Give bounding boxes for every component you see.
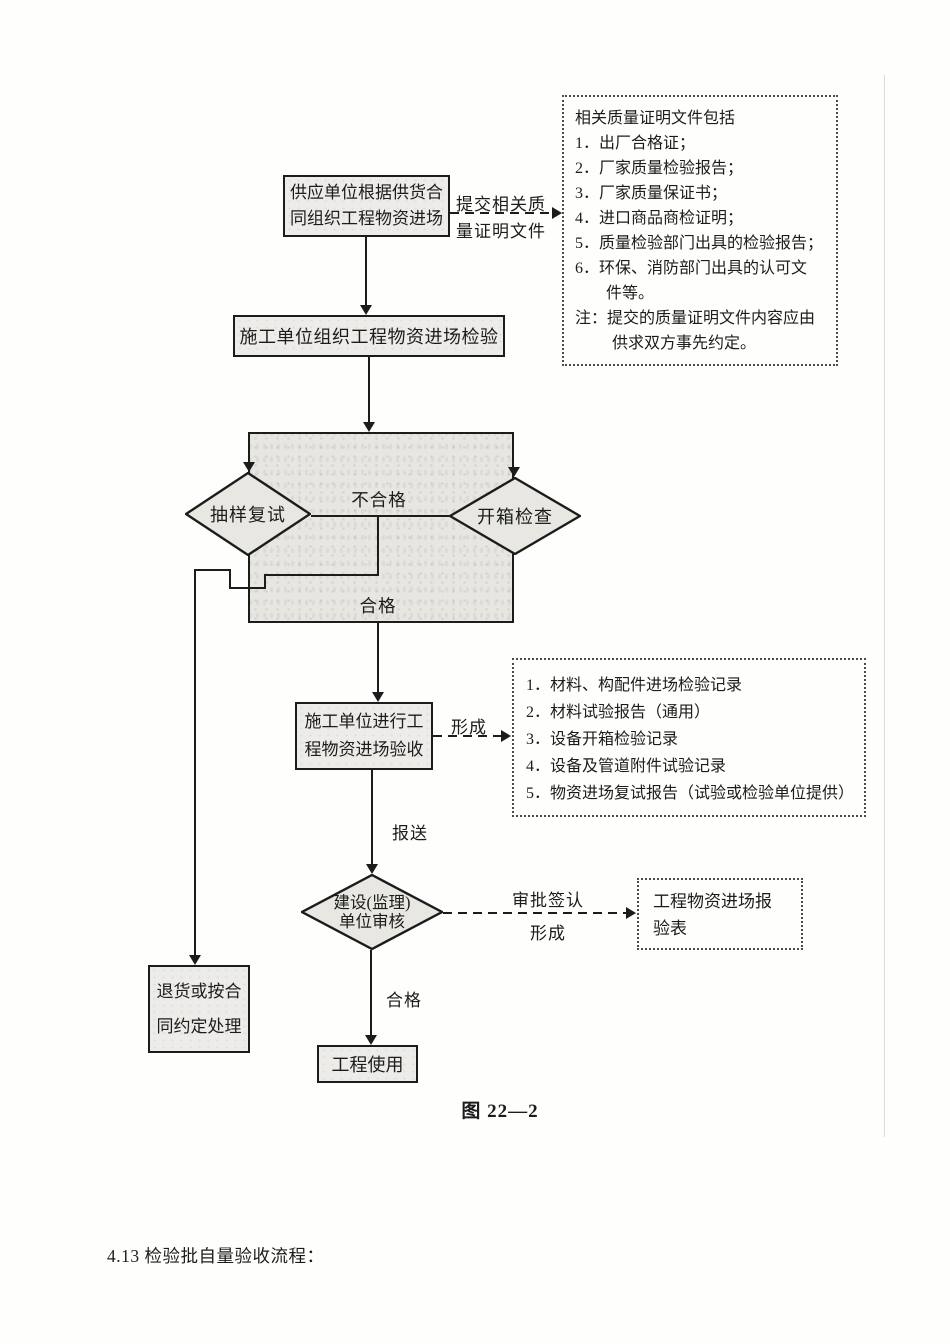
- edge-label-approve-line1: 审批签认: [512, 891, 584, 910]
- note-records-item-3: 3．设备开箱检验记录: [526, 731, 679, 748]
- diamond-shape: [301, 874, 443, 950]
- edge-label-pass-bottom: 合格: [386, 991, 422, 1010]
- flow-box-acceptance-line1: 施工单位进行工: [304, 712, 424, 731]
- dashed-connector-approve: [443, 912, 627, 914]
- connector-fail-seg4: [230, 587, 266, 589]
- edge-label-submit-docs-line2: 量证明文件: [456, 222, 546, 241]
- section-heading: 4.13 检验批自量验收流程：: [107, 1246, 325, 1266]
- diamond-sampling-retest: 抽样复试: [185, 472, 311, 556]
- arrowhead-to-unbox: [508, 467, 520, 477]
- arrowhead-review-use: [365, 1035, 377, 1045]
- page-edge-rule: [884, 75, 885, 1137]
- connector-between-diamonds: [311, 515, 450, 517]
- arrowhead-approve: [626, 907, 636, 919]
- diamond-shape: [449, 477, 581, 555]
- note-box-records: 1．材料、构配件进场检验记录 2．材料试验报告（通用） 3．设备开箱检验记录 4…: [512, 658, 866, 817]
- edge-label-pass-mid: 合格: [359, 596, 397, 616]
- arrowhead-submit-docs: [552, 207, 562, 219]
- diamond-unbox-check: 开箱检查: [449, 477, 581, 555]
- connector-fail-seg3: [264, 574, 266, 589]
- edge-label-report: 报送: [392, 824, 428, 843]
- note-report-form-line1: 工程物资进场报: [653, 892, 772, 911]
- connector-acceptance-review: [371, 770, 373, 864]
- dashed-connector-submit-docs: [450, 212, 554, 214]
- diamond-review-line1: 建设(监理): [333, 893, 411, 912]
- connector-inspection-region: [368, 357, 370, 423]
- flow-box-site-inspection: 施工单位组织工程物资进场检验: [233, 315, 505, 357]
- flow-box-project-use-label: 工程使用: [331, 1055, 404, 1075]
- diamond-review-label: 建设(监理) 单位审核: [301, 874, 443, 950]
- note-records-item-1: 1．材料、构配件进场检验记录: [526, 677, 743, 694]
- diamond-shape: [185, 472, 311, 556]
- connector-fail-seg7: [194, 569, 196, 957]
- arrowhead-inspection-region: [363, 422, 375, 432]
- edge-label-form-mid: 形成: [451, 718, 487, 737]
- note-quality-note-cont: 供求双方事先约定。: [612, 335, 757, 352]
- note-quality-item-6-cont: 件等。: [606, 285, 655, 302]
- flow-box-return-goods-line2: 同约定处理: [156, 1017, 242, 1036]
- note-quality-item-4: 4．进口商品商检证明；: [575, 210, 744, 227]
- note-quality-item-2: 2．厂家质量检验报告；: [575, 160, 744, 177]
- note-records-item-5: 5．物资进场复试报告（试验或检验单位提供）: [526, 785, 855, 802]
- arrowhead-form: [501, 730, 511, 742]
- note-quality-item-1: 1．出厂合格证；: [575, 135, 696, 152]
- note-records-item-4: 4．设备及管道附件试验记录: [526, 758, 727, 775]
- flow-box-supplier: 供应单位根据供货合 同组织工程物资进场: [283, 175, 450, 237]
- diamond-review-line2: 单位审核: [339, 912, 405, 931]
- note-quality-note: 注：提交的质量证明文件内容应由: [575, 310, 816, 327]
- note-box-report-form: 工程物资进场报 验表: [637, 878, 803, 950]
- connector-supplier-inspection: [365, 237, 367, 307]
- arrowhead-acceptance-review: [366, 864, 378, 874]
- arrowhead-fail-return: [189, 955, 201, 965]
- note-quality-item-3: 3．厂家质量保证书；: [575, 185, 728, 202]
- connector-fail-seg6: [195, 569, 231, 571]
- note-quality-item-5: 5．质量检验部门出具的检验报告；: [575, 235, 824, 252]
- flow-box-project-use: 工程使用: [317, 1045, 418, 1083]
- connector-review-use: [370, 950, 372, 1036]
- connector-fail-seg5: [229, 569, 231, 589]
- diamond-sampling-retest-label: 抽样复试: [210, 505, 286, 525]
- arrowhead-to-sampling: [243, 462, 255, 472]
- note-report-form-line2: 验表: [653, 919, 687, 938]
- flow-box-return-goods: 退货或按合 同约定处理: [148, 965, 250, 1053]
- flow-box-supplier-line2: 同组织工程物资进场: [290, 209, 443, 228]
- note-box-quality-docs: 相关质量证明文件包括 1．出厂合格证； 2．厂家质量检验报告； 3．厂家质量保证…: [562, 95, 838, 366]
- connector-fail-seg1: [377, 516, 379, 576]
- diamond-review: 建设(监理) 单位审核: [301, 874, 443, 950]
- edge-label-approve-line2: 形成: [530, 924, 566, 943]
- flow-box-return-goods-line1: 退货或按合: [156, 982, 242, 1001]
- note-quality-item-6: 6．环保、消防部门出具的认可文: [575, 260, 808, 277]
- note-quality-title: 相关质量证明文件包括: [575, 110, 736, 127]
- flow-box-supplier-line1: 供应单位根据供货合: [290, 183, 443, 202]
- edge-label-submit-docs-line1: 提交相关质: [456, 195, 546, 214]
- arrowhead-region-acceptance: [372, 692, 384, 702]
- flow-box-acceptance: 施工单位进行工 程物资进场验收: [295, 702, 433, 770]
- dashed-connector-form: [433, 735, 501, 737]
- note-records-item-2: 2．材料试验报告（通用）: [526, 704, 711, 721]
- figure-caption: 图 22—2: [461, 1101, 539, 1122]
- edge-label-fail: 不合格: [351, 490, 407, 510]
- flow-box-site-inspection-label: 施工单位组织工程物资进场检验: [239, 327, 499, 347]
- flow-box-acceptance-line2: 程物资进场验收: [304, 740, 424, 759]
- connector-region-acceptance: [377, 623, 379, 693]
- arrowhead-supplier-inspection: [360, 305, 372, 315]
- connector-fail-seg2: [265, 574, 379, 576]
- diamond-unbox-check-label: 开箱检查: [477, 507, 553, 527]
